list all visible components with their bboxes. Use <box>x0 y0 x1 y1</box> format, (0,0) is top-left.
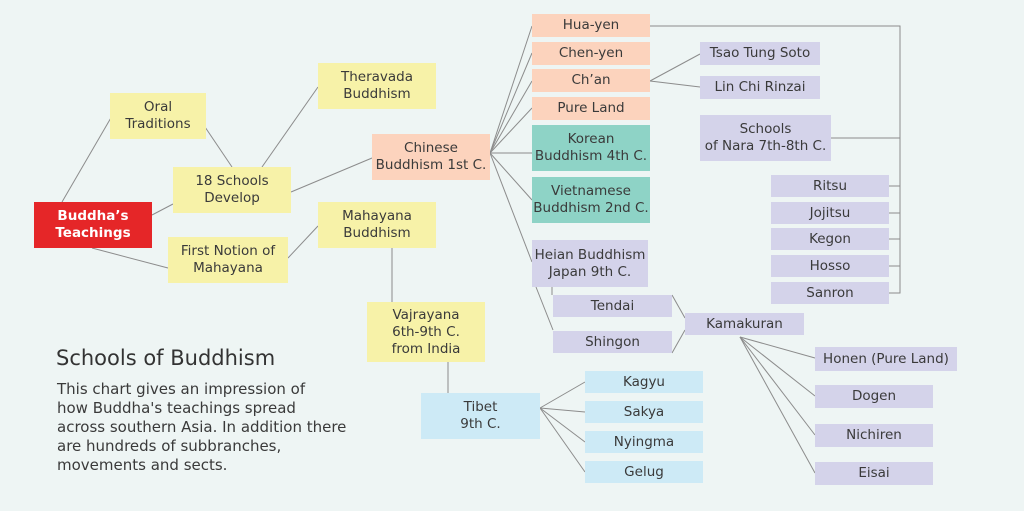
edge-tibet-kagyu <box>539 381 586 409</box>
edge-kamakuran-eisai <box>739 336 816 474</box>
node-tendai: Tendai <box>553 295 672 317</box>
node-sanron: Sanron <box>771 282 889 304</box>
node-tibet: Tibet 9th C. <box>421 393 540 439</box>
edge-chan-tsaotung <box>649 53 701 82</box>
node-sakya: Sakya <box>585 401 703 423</box>
node-kegon: Kegon <box>771 228 889 250</box>
chart-description: This chart gives an impression of how Bu… <box>57 380 347 474</box>
node-heian-buddhism: Heian Buddhism Japan 9th C. <box>532 240 648 287</box>
node-nyingma: Nyingma <box>585 431 703 453</box>
node-hua-yen: Hua-yen <box>532 14 650 37</box>
edge-buddha-firstnotion <box>91 247 169 269</box>
edge-chinese-heian <box>489 152 533 263</box>
node-dogen: Dogen <box>815 385 933 408</box>
edge-chinese-huayen <box>489 25 533 154</box>
edge-chinese-chenyen <box>489 52 533 154</box>
edge-tibet-sakya <box>539 407 586 413</box>
node-chinese-buddhism: Chinese Buddhism 1st C. <box>372 134 490 180</box>
edge-firstnotion-mahayana <box>287 225 319 259</box>
node-lin-chi-rinzai: Lin Chi Rinzai <box>700 76 820 99</box>
node-schools-of-nara: Schools of Nara 7th-8th C. <box>700 115 831 161</box>
node-pure-land: Pure Land <box>532 97 650 120</box>
node-ritsu: Ritsu <box>771 175 889 197</box>
node-kamakuran: Kamakuran <box>685 313 804 335</box>
node-18-schools: 18 Schools Develop <box>173 167 291 213</box>
edge-chinese-pureland <box>489 107 533 154</box>
node-chan: Ch’an <box>532 69 650 92</box>
edge-chinese-vietnamese <box>489 152 533 201</box>
node-gelug: Gelug <box>585 461 703 483</box>
edge-tibet-gelug <box>539 407 586 473</box>
node-vajrayana: Vajrayana 6th-9th C. from India <box>367 302 485 362</box>
node-korean-buddhism: Korean Buddhism 4th C. <box>532 125 650 171</box>
edge-buddha-18schools <box>151 203 174 216</box>
edge-kamakuran-dogen <box>739 336 816 397</box>
node-eisai: Eisai <box>815 462 933 485</box>
edge-chinese-chan <box>489 80 533 154</box>
edge-heian-shingon <box>535 286 554 331</box>
node-nichiren: Nichiren <box>815 424 933 447</box>
edge-shingon-kamakuran <box>671 329 686 354</box>
node-tsao-tung-soto: Tsao Tung Soto <box>700 42 820 65</box>
node-mahayana: Mahayana Buddhism <box>318 202 436 248</box>
node-kagyu: Kagyu <box>585 371 703 393</box>
node-theravada: Theravada Buddhism <box>318 63 436 109</box>
edge-chan-linchi <box>649 80 701 88</box>
edge-tendai-kamakuran <box>671 294 686 319</box>
edge-18schools-chinese <box>290 157 373 193</box>
chart-title: Schools of Buddhism <box>56 346 276 370</box>
node-hosso: Hosso <box>771 255 889 277</box>
edge-tibet-nyingma <box>539 407 586 443</box>
edge-oral-18schools <box>204 126 233 168</box>
edge-kamakuran-nichiren <box>739 336 816 436</box>
node-buddhas-teachings: Buddha’s Teachings <box>34 202 152 248</box>
node-oral-traditions: Oral Traditions <box>110 93 206 139</box>
node-first-notion-mahayana: First Notion of Mahayana <box>168 237 288 283</box>
node-chen-yen: Chen-yen <box>532 42 650 65</box>
edge-huayen-bracket <box>650 25 901 294</box>
edge-buddha-oral <box>61 115 113 203</box>
node-honen: Honen (Pure Land) <box>815 347 957 371</box>
node-jojitsu: Jojitsu <box>771 202 889 224</box>
node-shingon: Shingon <box>553 331 672 353</box>
node-vietnamese-buddhism: Vietnamese Buddhism 2nd C. <box>532 177 650 223</box>
edge-18schools-theravada <box>261 86 319 168</box>
edge-kamakuran-honen <box>739 336 816 359</box>
